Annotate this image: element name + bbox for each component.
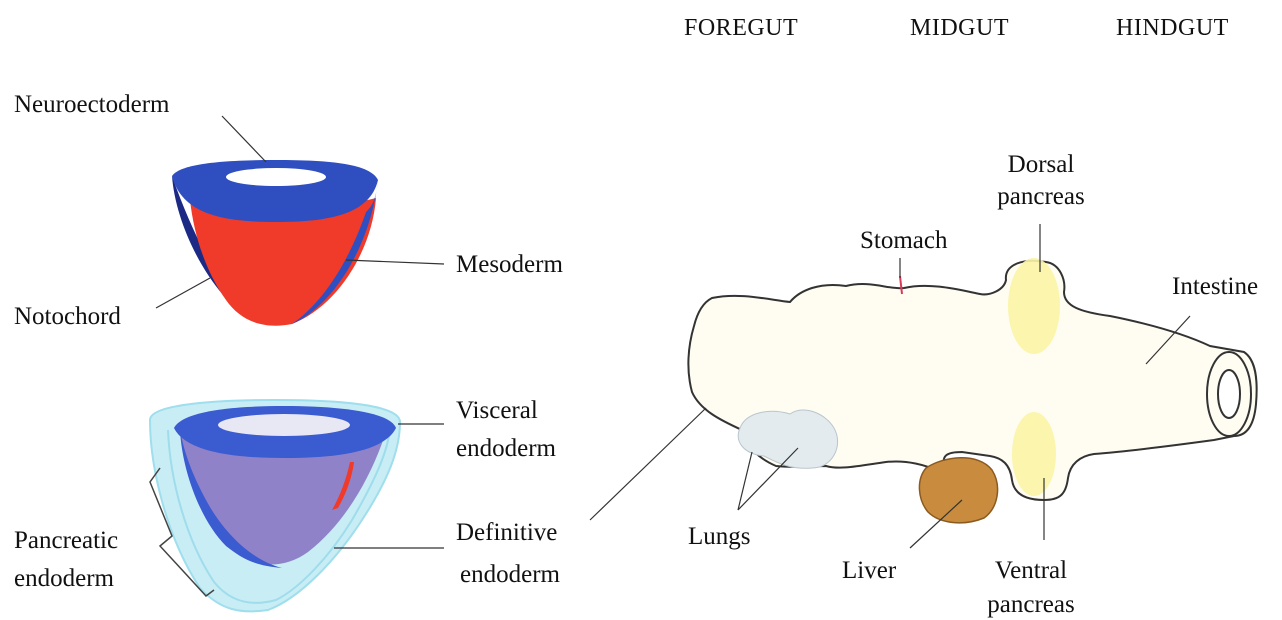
pancreatic-endoderm-label-line1: Pancreatic [14, 526, 118, 556]
hindgut-header: HINDGUT [1116, 14, 1229, 42]
lungs-shape [738, 410, 837, 468]
midgut-header: MIDGUT [910, 14, 1009, 42]
leader-mesoderm [346, 260, 444, 264]
lower-embryo-cup [150, 400, 400, 611]
definitive-endoderm-label-line2: endoderm [460, 560, 560, 590]
visceral-endoderm-label-line1: Visceral [456, 396, 538, 426]
pancreatic-endoderm-label-line2: endoderm [14, 564, 114, 594]
foregut-header: FOREGUT [684, 14, 798, 42]
lungs-label: Lungs [688, 522, 751, 552]
leader-neuroectoderm [222, 116, 266, 162]
leader-definitive-endoderm-right [590, 408, 706, 520]
definitive-endoderm-label-line1: Definitive [456, 518, 557, 548]
liver-shape [919, 458, 997, 523]
mesoderm-label: Mesoderm [456, 250, 563, 280]
dorsal-pancreas-label-line2: pancreas [976, 182, 1106, 212]
ventral-pancreas-label-line1: Ventral [966, 556, 1096, 586]
leader-lungs-1 [738, 452, 752, 510]
ventral-pancreas-shape [1012, 412, 1056, 496]
upper-embryo-cup [172, 160, 378, 326]
lower-rim-opening [218, 414, 350, 436]
visceral-endoderm-label-line2: endoderm [456, 434, 556, 464]
neuroectoderm-label: Neuroectoderm [14, 90, 169, 120]
ventral-pancreas-label-line2: pancreas [966, 590, 1096, 620]
dorsal-pancreas-label-line1: Dorsal [976, 150, 1106, 180]
neural-plate-opening [226, 168, 326, 186]
notochord-label: Notochord [14, 302, 121, 332]
stomach-label: Stomach [860, 226, 948, 256]
dorsal-pancreas-shape [1008, 258, 1060, 354]
intestine-lumen [1218, 370, 1240, 418]
intestine-label: Intestine [1172, 272, 1258, 302]
liver-label: Liver [842, 556, 896, 586]
leader-notochord [156, 278, 210, 308]
